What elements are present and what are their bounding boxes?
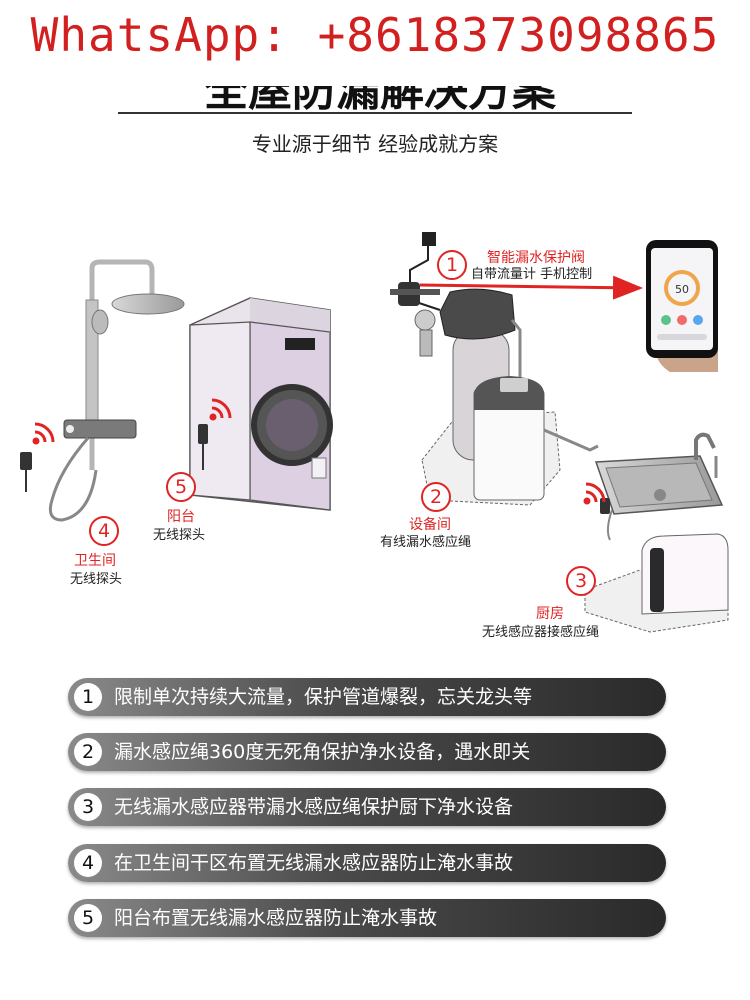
callout-desc-5: 无线探头 (153, 528, 206, 543)
arrow-to-phone (419, 275, 643, 300)
feature-text: 在卫生间干区布置无线漏水感应器防止淹水事故 (114, 852, 514, 874)
feature-bar-3: 3 无线漏水感应器带漏水感应绳保护厨下净水设备 (68, 788, 666, 826)
shower-illustration (20, 259, 185, 522)
wifi-signal-icon (32, 422, 55, 445)
callout-desc-4: 无线探头 (70, 572, 123, 587)
feature-text: 漏水感应绳360度无死角保护净水设备，遇水即关 (114, 741, 531, 763)
feature-text: 阳台布置无线漏水感应器防止淹水事故 (114, 907, 438, 929)
callout-title-5: 阳台 (167, 509, 195, 525)
callout-title-2: 设备间 (409, 517, 451, 533)
callout-desc-1: 自带流量计 手机控制 (471, 267, 593, 282)
callout-number-4: 4 (89, 516, 119, 546)
feature-number: 2 (74, 738, 102, 766)
feature-number: 5 (74, 904, 102, 932)
feature-text: 无线漏水感应器带漏水感应绳保护厨下净水设备 (114, 796, 514, 818)
callout-title-1: 智能漏水保护阀 (487, 250, 585, 266)
callout-number-1: 1 (437, 250, 467, 280)
callout-desc-3: 无线感应器接感应绳 (482, 625, 600, 640)
heading-divider (118, 112, 632, 114)
phone-gauge-value: 50 (675, 283, 689, 296)
feature-bar-4: 4 在卫生间干区布置无线漏水感应器防止淹水事故 (68, 844, 666, 882)
callout-title-4: 卫生间 (74, 553, 116, 569)
callout-title-3: 厨房 (536, 606, 564, 622)
feature-text: 限制单次持续大流量，保护管道爆裂，忘关龙头等 (114, 686, 533, 708)
wifi-signal-icon (583, 482, 606, 505)
wifi-signal-icon (209, 398, 232, 421)
kitchen-sink-illustration (583, 432, 729, 633)
callout-number-5: 5 (166, 472, 196, 502)
feature-number: 4 (74, 849, 102, 877)
watermark-text: WhatsApp: +8618373098865 (30, 8, 720, 62)
callout-number-3: 3 (566, 566, 596, 596)
smartphone-illustration: 50 (646, 240, 718, 372)
feature-number: 3 (74, 793, 102, 821)
page-subtitle: 专业源于细节 经验成就方案 (251, 132, 499, 156)
water-treatment-illustration (390, 232, 599, 506)
page-heading: 全屋防漏解决方案 (120, 86, 640, 110)
feature-number: 1 (74, 683, 102, 711)
washing-machine-illustration (189, 297, 333, 511)
feature-bar-2: 2 漏水感应绳360度无死角保护净水设备，遇水即关 (68, 733, 666, 771)
callout-number-2: 2 (421, 482, 451, 512)
installation-illustration: 50 (20, 232, 729, 633)
feature-bar-5: 5 阳台布置无线漏水感应器防止淹水事故 (68, 899, 666, 937)
callout-desc-2: 有线漏水感应绳 (380, 535, 472, 550)
feature-bar-1: 1 限制单次持续大流量，保护管道爆裂，忘关龙头等 (68, 678, 666, 716)
